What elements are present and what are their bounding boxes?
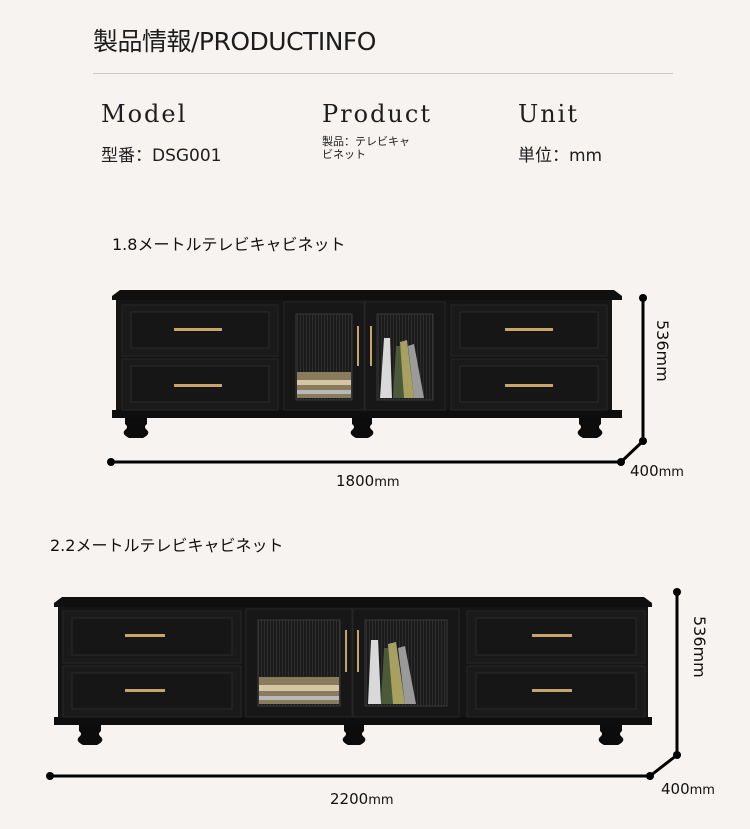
width-value: 2200 [330, 790, 369, 808]
title-divider [93, 73, 673, 74]
depth-unit: mm [689, 783, 715, 798]
section-title-1800: 1.8メートルテレビキャビネット [112, 235, 346, 254]
spec-unit-value: 単位：mm [518, 146, 603, 166]
depth-unit: mm [658, 465, 684, 480]
width-label-2200: 2200mm [330, 790, 394, 808]
width-unit: mm [368, 793, 394, 808]
width-value: 1800 [336, 472, 375, 490]
height-label-2200: 536mm [690, 616, 709, 678]
depth-value: 400 [661, 780, 690, 798]
spec-model-value: 型番：DSG001 [101, 146, 222, 166]
depth-value: 400 [630, 462, 659, 480]
spec-product-line1: 製品：テレビキャ [322, 135, 410, 148]
spec-product-line2: ビネット [322, 148, 366, 161]
height-label-1800: 536mm [653, 320, 672, 382]
section-title-2200: 2.2メートルテレビキャビネット [50, 536, 284, 555]
dimension-lines-1800 [107, 294, 647, 466]
spec-product-value: 製品：テレビキャ ビネット [322, 135, 432, 161]
spec-model-heading: Model [101, 100, 188, 128]
depth-label-2200: 400mm [661, 780, 715, 798]
width-unit: mm [374, 475, 400, 490]
dimension-lines-2200 [46, 588, 681, 780]
spec-unit-heading: Unit [518, 100, 580, 128]
width-label-1800: 1800mm [336, 472, 400, 490]
depth-label-1800: 400mm [630, 462, 684, 480]
spec-product-heading: Product [322, 100, 432, 128]
page-title: 製品情報/PRODUCTINFO [93, 27, 376, 56]
